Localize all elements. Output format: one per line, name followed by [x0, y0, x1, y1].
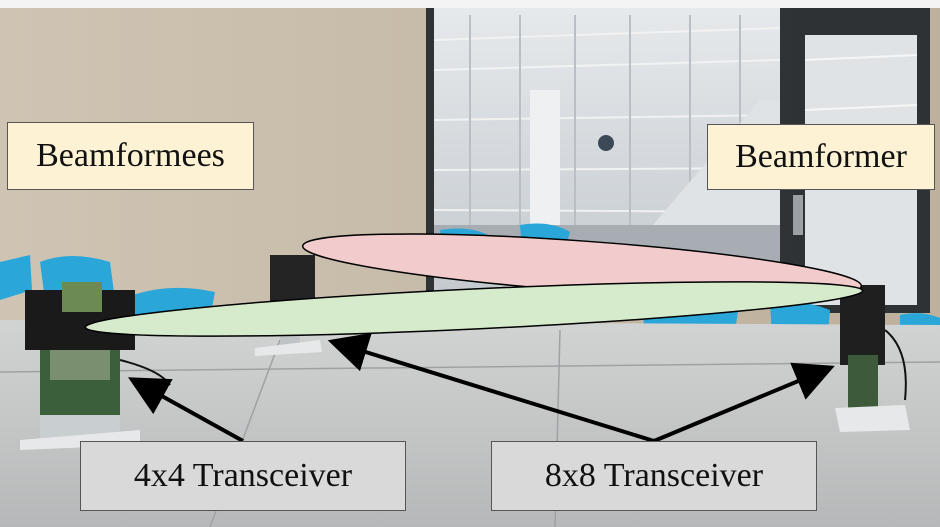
beam-lower [84, 281, 864, 337]
arrow-to-8x8-middle [327, 332, 655, 443]
arrow-to-8x8-right [653, 362, 835, 443]
transceiver-4x4-device [20, 282, 171, 450]
beamformer-label: Beamformer [707, 124, 935, 190]
transceiver-4x4-label: 4x4 Transceiver [80, 441, 406, 511]
transceiver-8x8-label: 8x8 Transceiver [491, 441, 817, 511]
beamformees-label: Beamformees [7, 122, 254, 190]
top-white-band [0, 0, 940, 8]
arrow-to-4x4 [128, 377, 244, 443]
transceiver-8x8-device-right [835, 285, 910, 432]
